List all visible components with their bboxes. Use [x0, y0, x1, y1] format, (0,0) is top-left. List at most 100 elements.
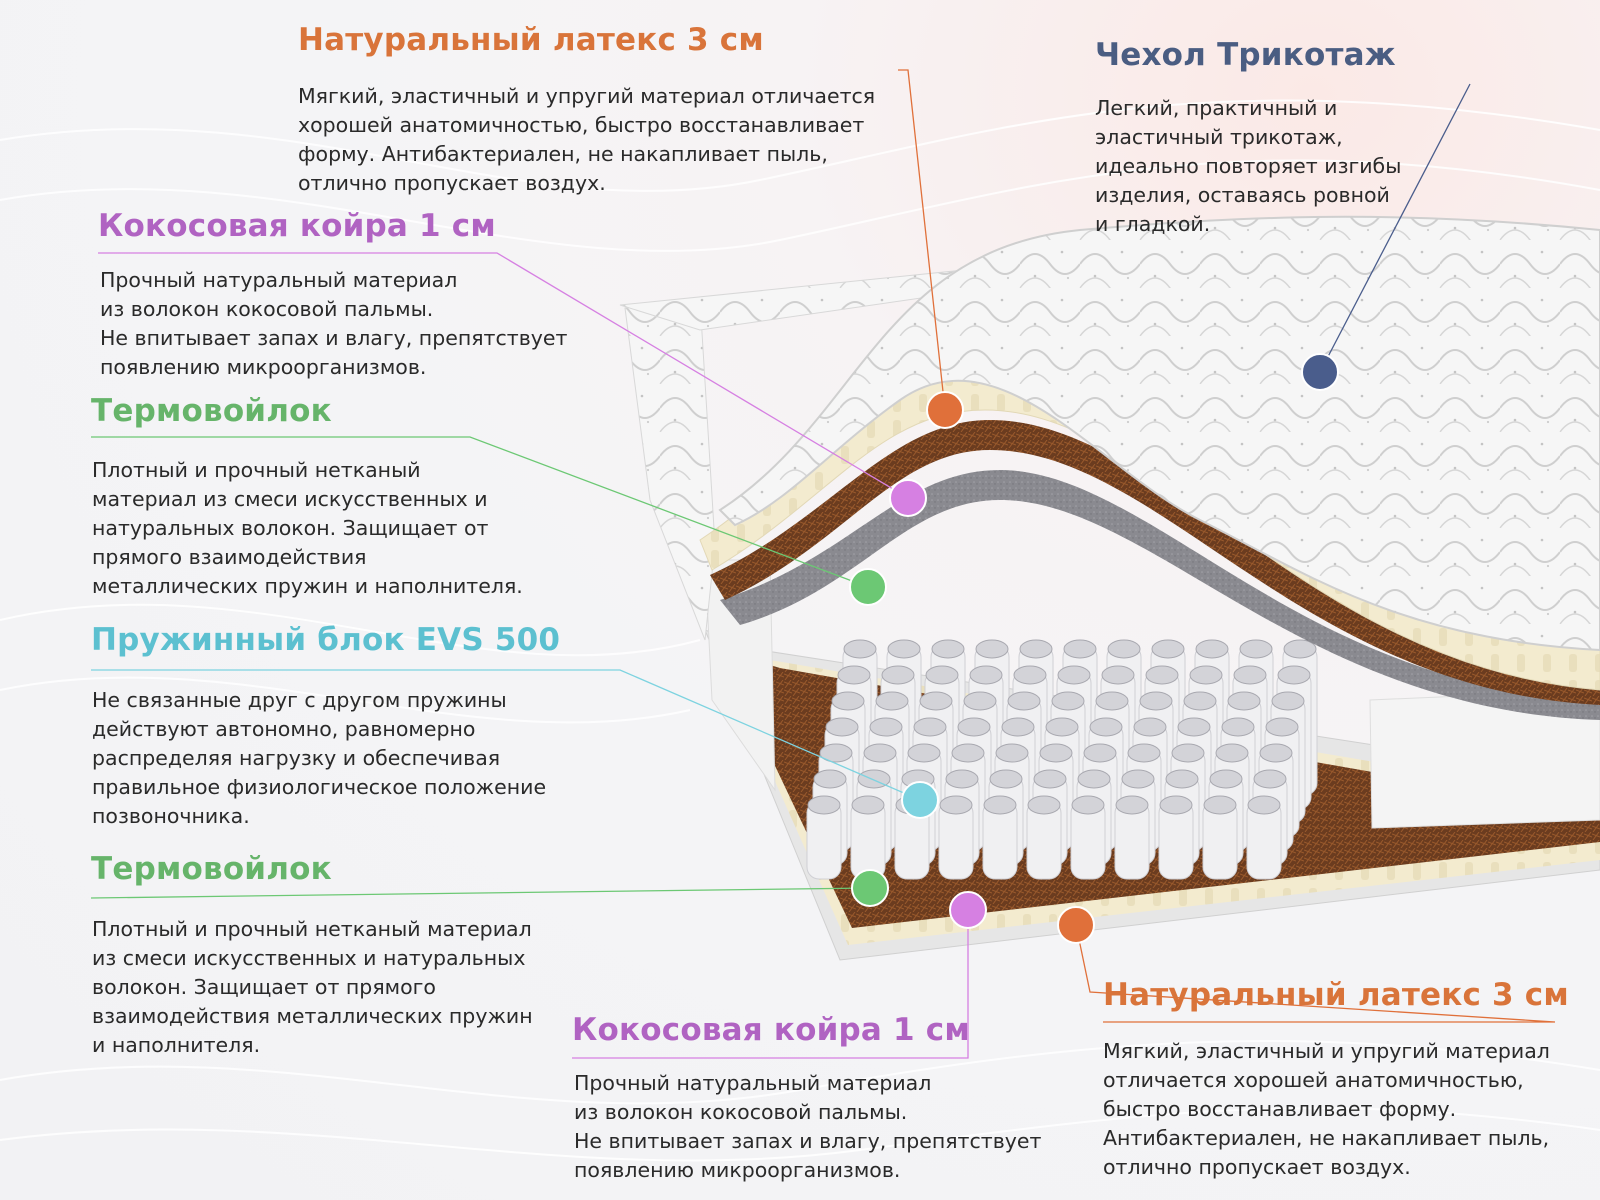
spring-coil-top	[939, 795, 973, 815]
spring-coil-top	[1165, 769, 1199, 789]
coir-top-marker	[889, 479, 927, 517]
spring-coil-top	[831, 691, 865, 711]
latex-bottom-leader-line	[1075, 924, 1556, 1023]
spring-coil-top	[1033, 769, 1067, 789]
coir-top-description: Прочный натуральный материал из волокон …	[100, 268, 568, 379]
spring-coil-top	[1045, 717, 1079, 737]
spring-block-description: Не связанные друг с другом пружины дейст…	[92, 688, 547, 828]
latex-top-leader-line	[898, 69, 946, 411]
latex-bottom-description: Мягкий, эластичный и упругий материал от…	[1103, 1039, 1550, 1179]
spring-coil-top	[1001, 717, 1035, 737]
spring-block-title: Пружинный блок EVS 500	[91, 622, 561, 658]
peeled-layers	[699, 215, 1600, 720]
spring-coil-top	[1139, 691, 1173, 711]
spring-coil-top	[1159, 795, 1193, 815]
spring-coil-top	[1007, 691, 1041, 711]
felt-bottom-leader-line	[90, 887, 871, 899]
coir-bottom-description: Прочный натуральный материал из волокон …	[574, 1071, 1042, 1182]
spring-coil-top	[1083, 743, 1117, 763]
cover-description: Легкий, практичный и эластичный трикотаж…	[1095, 96, 1402, 236]
latex-top-title: Натуральный латекс 3 см	[298, 22, 764, 58]
cover-marker	[1301, 353, 1339, 391]
felt-bottom-description: Плотный и прочный нетканый материал из с…	[92, 917, 533, 1057]
spring-coil-top	[1013, 665, 1047, 685]
spring-coil-top	[1283, 639, 1317, 659]
spring-coil-top	[1247, 795, 1281, 815]
spring-coil-top	[851, 795, 885, 815]
spring-coil-top	[969, 665, 1003, 685]
spring-coil-top	[1177, 717, 1211, 737]
spring-coil-top	[1271, 691, 1305, 711]
spring-coil-top	[1127, 743, 1161, 763]
spring-coil-top	[1145, 665, 1179, 685]
spring-coil-top	[863, 743, 897, 763]
felt-top-leader-line	[91, 436, 869, 588]
spring-coil-top	[1063, 639, 1097, 659]
spring-coil-top	[925, 665, 959, 685]
spring-coil-top	[837, 665, 871, 685]
spring-coil-top	[825, 717, 859, 737]
spring-coil-top	[1039, 743, 1073, 763]
spring-block-marker	[901, 781, 939, 819]
callout-leaders	[90, 69, 1556, 1059]
spring-coil-top	[1115, 795, 1149, 815]
spring-coil-top	[1203, 795, 1237, 815]
spring-coil-top	[995, 743, 1029, 763]
spring-block	[806, 639, 1318, 880]
spring-coil-top	[881, 665, 915, 685]
spring-coil-top	[1089, 717, 1123, 737]
spring-coil-top	[1221, 717, 1255, 737]
spring-coil-top	[1051, 691, 1085, 711]
spring-coil-top	[957, 717, 991, 737]
coir-bottom-title: Кокосовая койра 1 см	[572, 1012, 970, 1048]
spring-coil-top	[1183, 691, 1217, 711]
spring-coil-top	[875, 691, 909, 711]
spring-coil-top	[1171, 743, 1205, 763]
spring-coil-top	[1209, 769, 1243, 789]
cover-leader-line	[1319, 83, 1471, 373]
spring-coil-top	[1239, 639, 1273, 659]
latex-bottom-title: Натуральный латекс 3 см	[1103, 977, 1569, 1013]
spring-coil-top	[807, 795, 841, 815]
spring-coil-top	[975, 639, 1009, 659]
latex-bottom-marker	[1057, 906, 1095, 944]
spring-coil-top	[1195, 639, 1229, 659]
spring-coil-top	[1027, 795, 1061, 815]
spring-coil-top	[819, 743, 853, 763]
coir-top-leader-line	[98, 252, 909, 499]
spring-coil-top	[1121, 769, 1155, 789]
coir-bottom-leader-line	[572, 910, 969, 1059]
spring-coil-top	[1253, 769, 1287, 789]
spring-coil-top	[843, 639, 877, 659]
spring-coil-top	[951, 743, 985, 763]
spring-coil-top	[913, 717, 947, 737]
spring-coil-top	[813, 769, 847, 789]
spring-coil-top	[1233, 665, 1267, 685]
spring-coil-top	[919, 691, 953, 711]
spring-coil-top	[1077, 769, 1111, 789]
spring-coil-top	[1277, 665, 1311, 685]
felt-top-description: Плотный и прочный нетканый материал из с…	[92, 458, 523, 598]
spring-coil-top	[907, 743, 941, 763]
coir-bottom-marker	[949, 891, 987, 929]
spring-coil-top	[887, 639, 921, 659]
spring-coil-top	[989, 769, 1023, 789]
spring-coil-top	[869, 717, 903, 737]
felt-top-marker	[849, 568, 887, 606]
felt-top-title: Термовойлок	[91, 393, 332, 429]
latex-top-description: Мягкий, эластичный и упругий материал от…	[298, 84, 876, 195]
felt-bottom-marker	[851, 869, 889, 907]
spring-coil-top	[1057, 665, 1091, 685]
spring-coil-top	[945, 769, 979, 789]
spring-coil-top	[1151, 639, 1185, 659]
spring-coil-top	[1133, 717, 1167, 737]
felt-bottom-title: Термовойлок	[91, 851, 332, 887]
spring-coil-top	[1101, 665, 1135, 685]
spring-coil-top	[1189, 665, 1223, 685]
spring-coil-top	[1227, 691, 1261, 711]
spring-coil-top	[1095, 691, 1129, 711]
spring-coil-top	[1215, 743, 1249, 763]
spring-coil-top	[931, 639, 965, 659]
spring-coil-top	[1071, 795, 1105, 815]
